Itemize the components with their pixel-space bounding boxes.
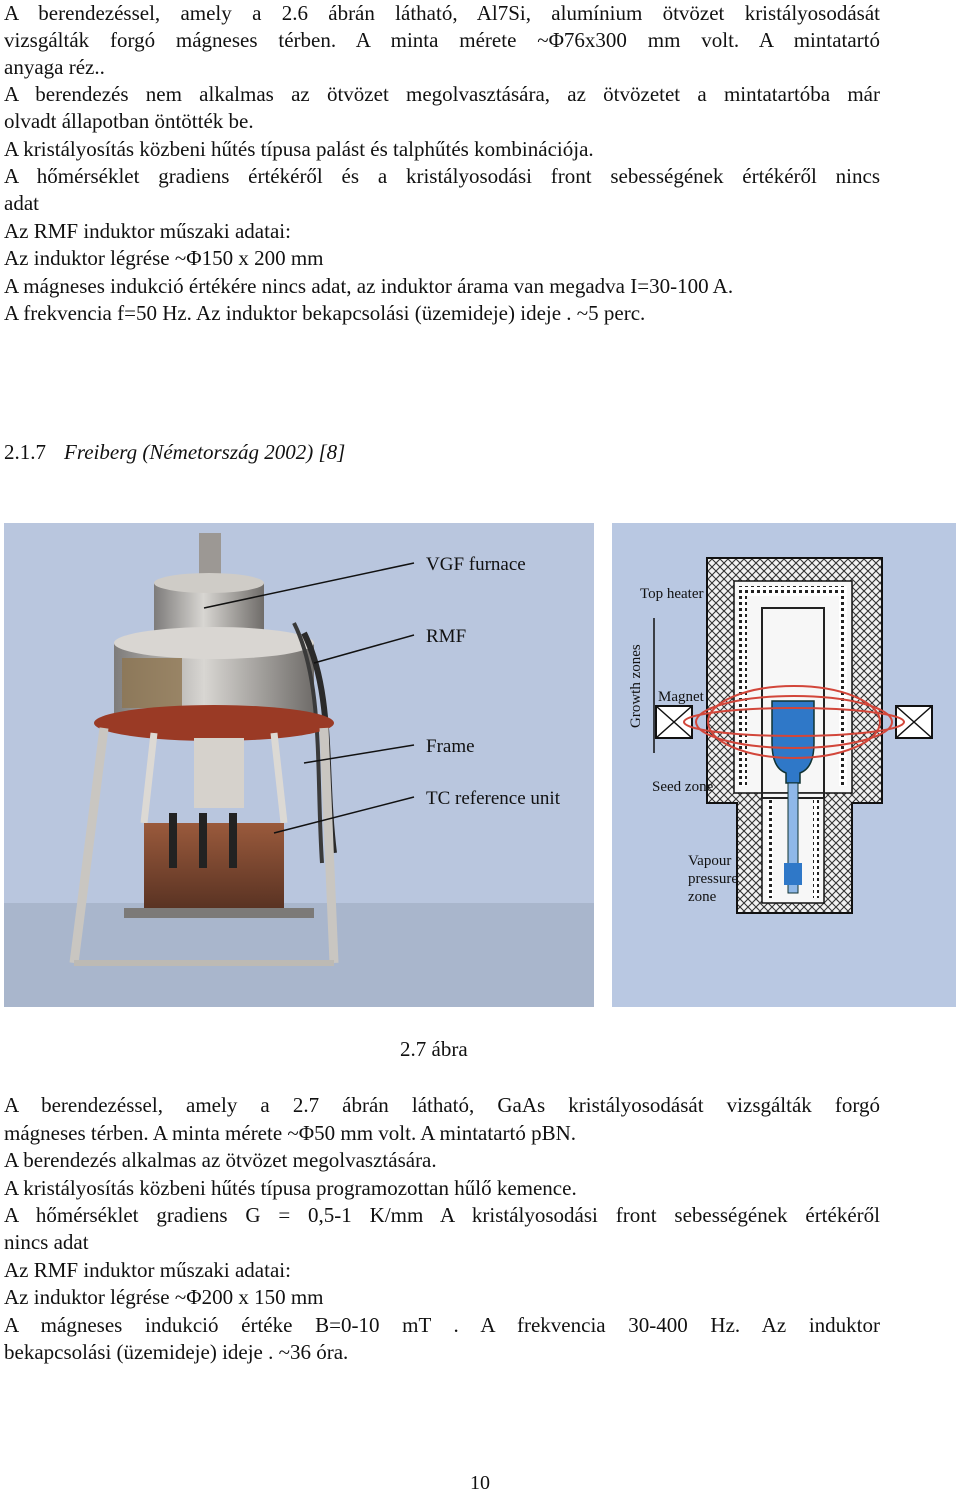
furnace-schematic-drawing: Top heater Growth zones Magnet Seed zone… — [612, 523, 956, 1007]
text-line: mágneses térben. A minta mérete ~Φ50 mm … — [4, 1121, 577, 1145]
text-line: A kristályosítás közbeni hűtés típusa pa… — [4, 137, 594, 161]
text-line: A berendezéssel, amely a 2.6 ábrán látha… — [4, 1, 880, 25]
text-line: adat — [4, 191, 39, 215]
figure-caption: 2.7 ábra — [400, 1037, 468, 1061]
text-line: Az induktor légrése ~Φ200 x 150 mm — [4, 1285, 324, 1309]
text-line: A frekvencia f=50 Hz. Az induktor bekapc… — [4, 301, 646, 325]
label-zone: zone — [688, 889, 717, 905]
text-line: Az induktor légrése ~Φ150 x 200 mm — [4, 246, 324, 270]
text-line: Az RMF induktor műszaki adatai: — [4, 1258, 291, 1282]
section-number: 2.1.7 — [4, 440, 46, 464]
label-vgf-furnace: VGF furnace — [426, 554, 526, 575]
text-line: A hőmérséklet gradiens G = 0,5-1 K/mm A … — [4, 1203, 880, 1227]
section-heading: 2.1.7 Freiberg (Németország 2002) [8] — [4, 440, 345, 465]
text-line: A mágneses indukció értéke B=0-10 mT . A… — [4, 1313, 880, 1337]
page-number: 10 — [470, 1472, 490, 1494]
text-line: A kristályosítás közbeni hűtés típusa pr… — [4, 1176, 577, 1200]
text-line: A berendezéssel, amely a 2.7 ábrán látha… — [4, 1093, 880, 1117]
apparatus-photo-drawing: VGF furnace RMF Frame TC reference unit — [4, 523, 594, 1007]
text-line: A mágneses indukció értékére nincs adat,… — [4, 274, 734, 298]
furnace-schematic: Top heater Growth zones Magnet Seed zone… — [612, 523, 956, 1007]
label-magnet: Magnet — [658, 689, 705, 705]
text-line: bekapcsolási (üzemideje) ideje . ~36 óra… — [4, 1340, 349, 1364]
label-seed-zone: Seed zone — [652, 779, 714, 795]
text-line: A berendezés nem alkalmas az ötvözet meg… — [4, 82, 880, 106]
label-pressure: pressure — [688, 871, 738, 887]
label-tc-reference-unit: TC reference unit — [426, 788, 561, 809]
label-top-heater: Top heater — [640, 586, 704, 602]
text-line: A hőmérséklet gradiens értékéről és a kr… — [4, 164, 880, 188]
label-vapour: Vapour — [688, 853, 731, 869]
text-line: vizsgálták forgó mágneses térben. A mint… — [4, 28, 880, 52]
text-line: Az RMF induktor műszaki adatai: — [4, 219, 291, 243]
apparatus-photo: VGF furnace RMF Frame TC reference unit — [4, 523, 594, 1007]
label-frame: Frame — [426, 736, 475, 757]
text-line: anyaga réz.. — [4, 55, 105, 79]
text-line: A berendezés alkalmas az ötvözet megolva… — [4, 1148, 437, 1172]
label-growth-zones: Growth zones — [628, 644, 644, 728]
text-line: olvadt állapotban öntötték be. — [4, 109, 254, 133]
section-title: Freiberg (Németország 2002) [8] — [64, 440, 346, 464]
label-rmf: RMF — [426, 626, 466, 647]
text-line: nincs adat — [4, 1230, 89, 1254]
